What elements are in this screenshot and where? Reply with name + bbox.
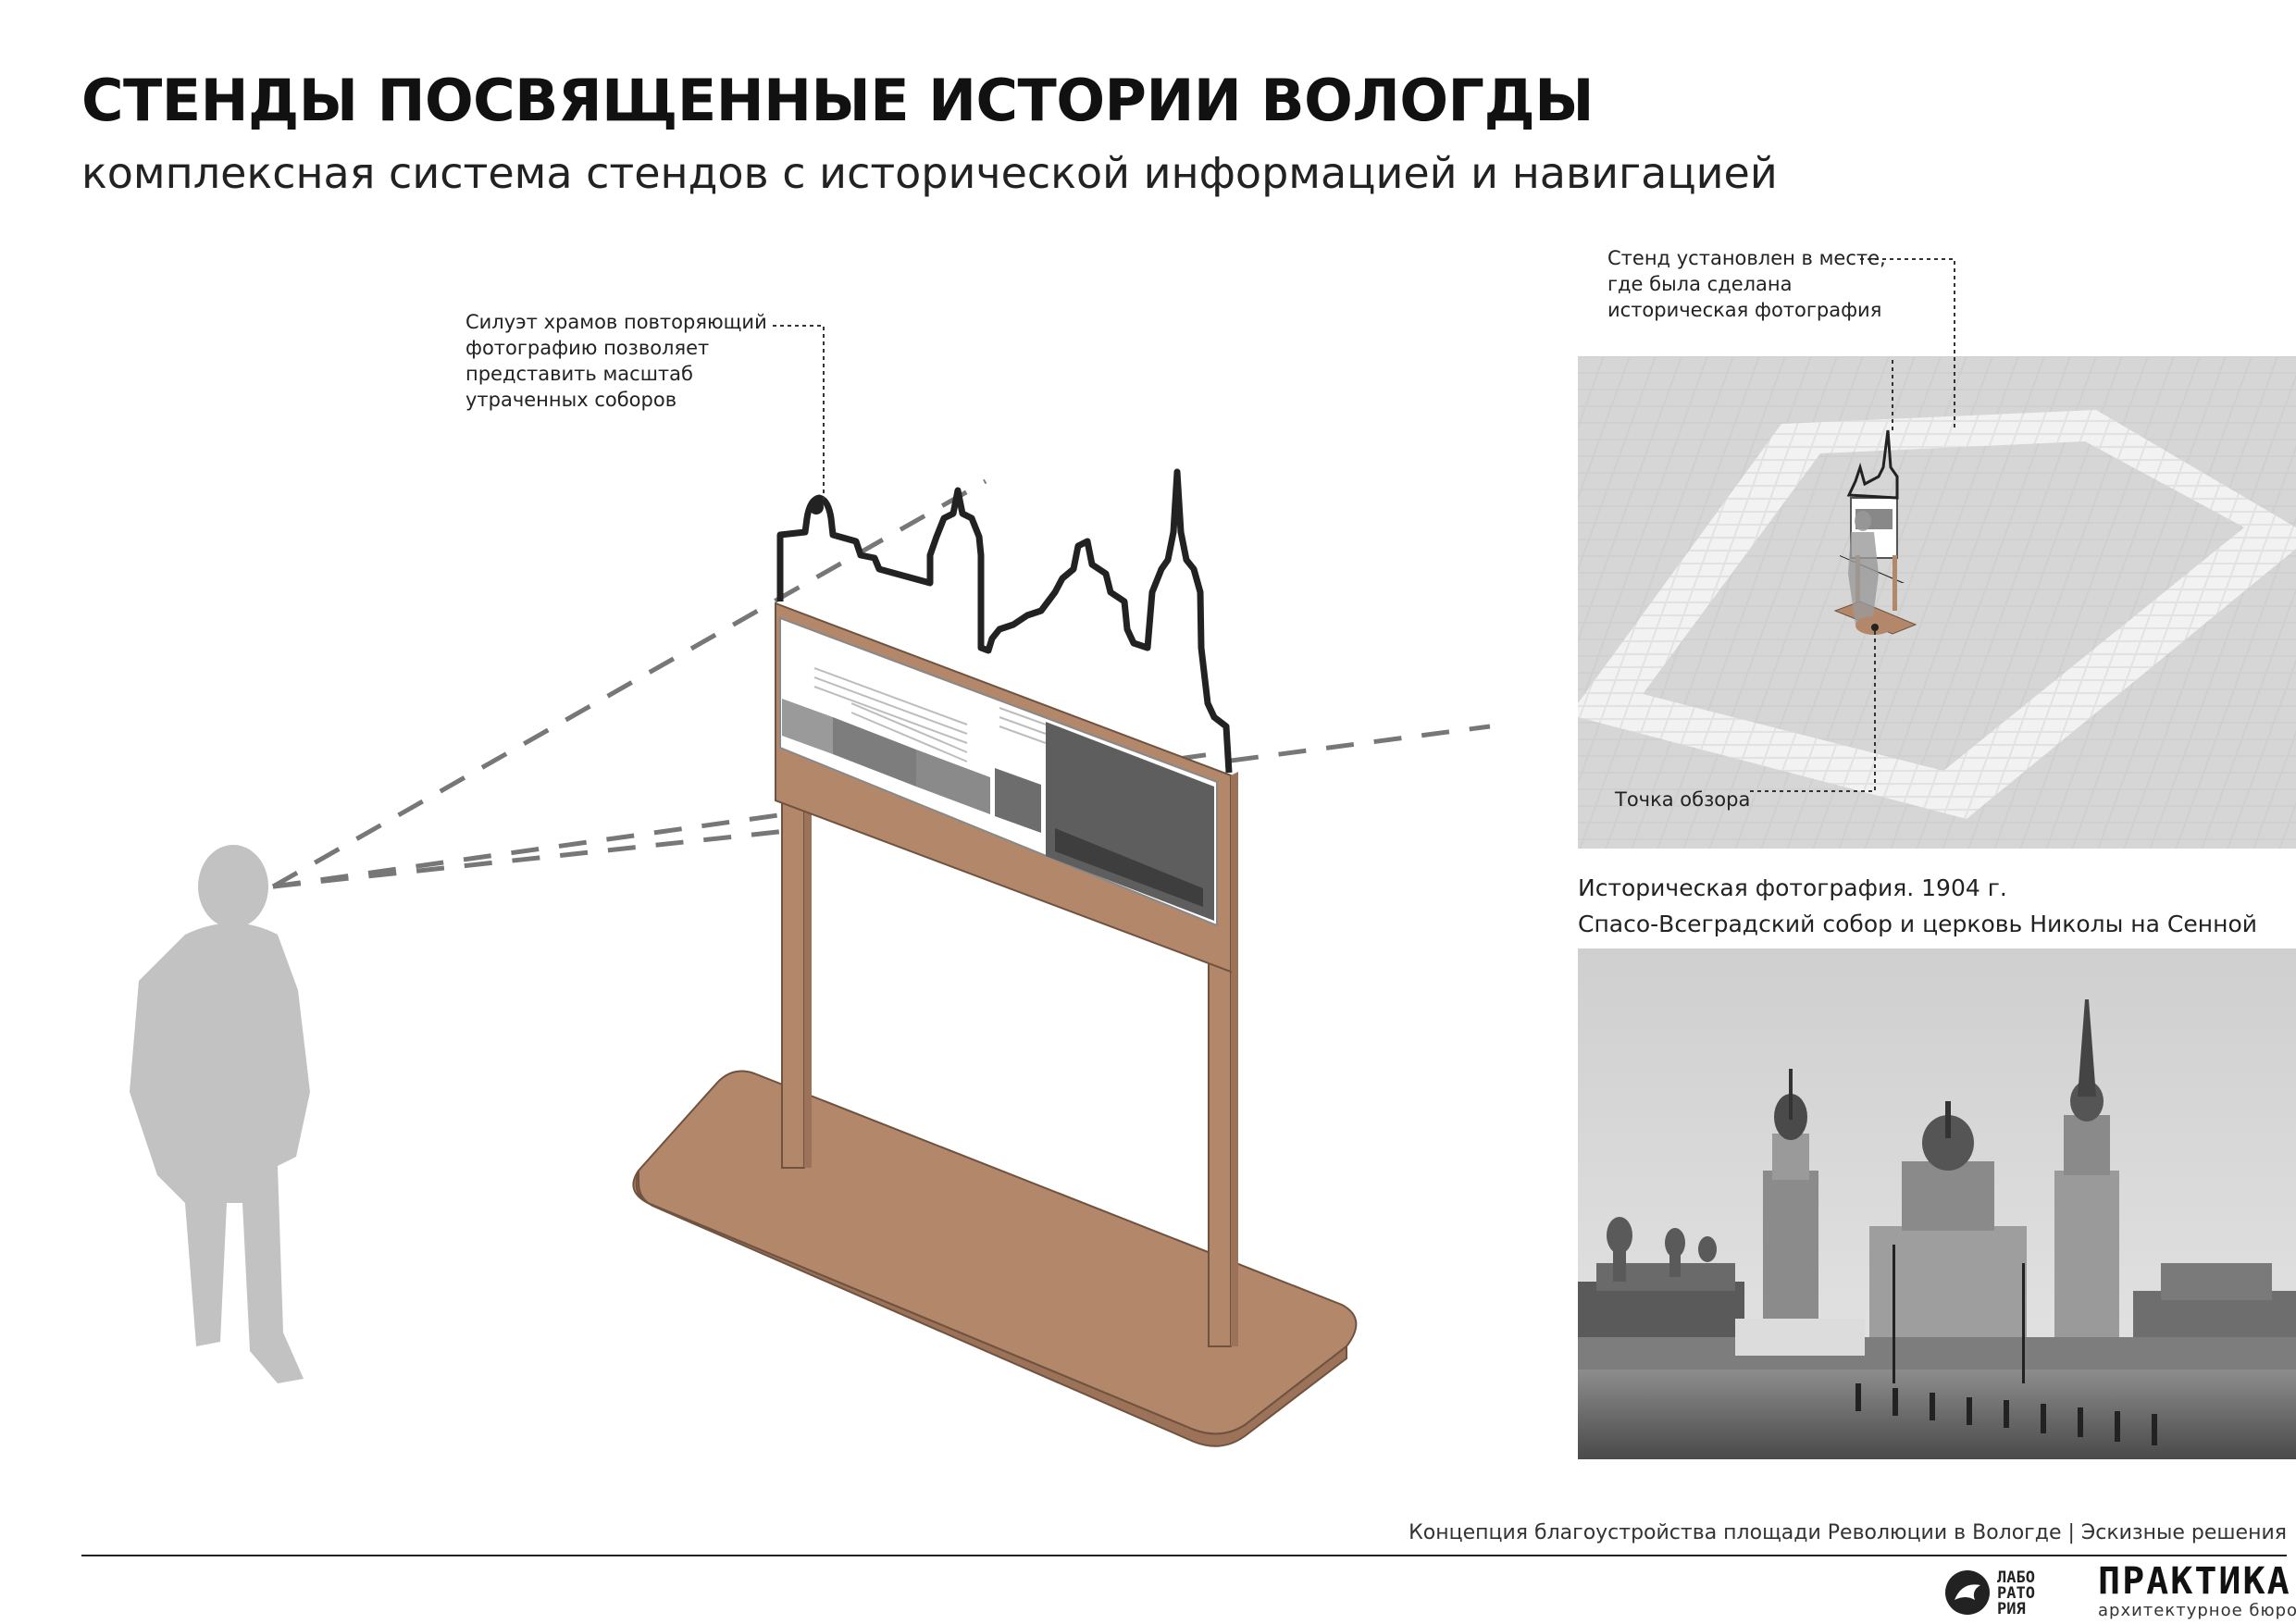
stand-base [632,1070,1358,1435]
historic-photo [1578,948,2296,1459]
logo-lab-line: ЛАБО [1997,1568,2035,1587]
viewpoint-label: Точка обзора [1615,788,1751,811]
caption-line-1: Историческая фотография. 1904 г. [1578,874,2007,901]
silhouette-note-line: утраченных соборов [465,389,677,411]
laboratoriya-logo-text: ЛАБО РАТО РИЯ [1997,1570,2035,1618]
praktika-logo-word: ПРАКТИКА [2098,1560,2291,1603]
stand-post-left [781,795,805,1169]
location-note-line: где была сделана [1607,273,1793,295]
square-paving-render [1578,356,2296,849]
historic-photo-caption: Историческая фотография. 1904 г. Спасо-В… [1578,870,2257,942]
silhouette-annotation: Силуэт храмов повторяющий фотографию поз… [465,309,767,413]
footer-divider [81,1555,2287,1556]
location-note-line: историческая фотография [1607,299,1882,321]
stand-post-right [1208,924,1232,1347]
caption-line-2: Спасо-Всеградский собор и церковь Николы… [1578,911,2257,937]
location-annotation: Стенд установлен в месте, где была сдела… [1607,245,1886,323]
logo-lab-line: РИЯ [1997,1600,2026,1618]
laboratoriya-logo-icon [1945,1570,1990,1615]
person-silhouette [130,845,310,1383]
silhouette-note-line: представить масштаб [465,363,693,385]
logo-lab-line: РАТО [1997,1584,2035,1603]
silhouette-note-line: Силуэт храмов повторяющий [465,311,767,333]
location-note-line: Стенд установлен в месте, [1607,247,1886,269]
page-title: СТЕНДЫ ПОСВЯЩЕННЫЕ ИСТОРИИ ВОЛОГДЫ [81,67,1595,134]
sight-lines [271,478,1491,889]
page-subtitle: комплексная система стендов с историческ… [81,148,1778,198]
praktika-logo: ПРАКТИКА архитектурное бюро [2098,1562,2296,1620]
silhouette-note-line: фотографию позволяет [465,337,710,359]
praktika-logo-subtitle: архитектурное бюро [2098,1601,2296,1620]
footer-caption: Концепция благоустройства площади Револю… [1409,1521,2287,1544]
